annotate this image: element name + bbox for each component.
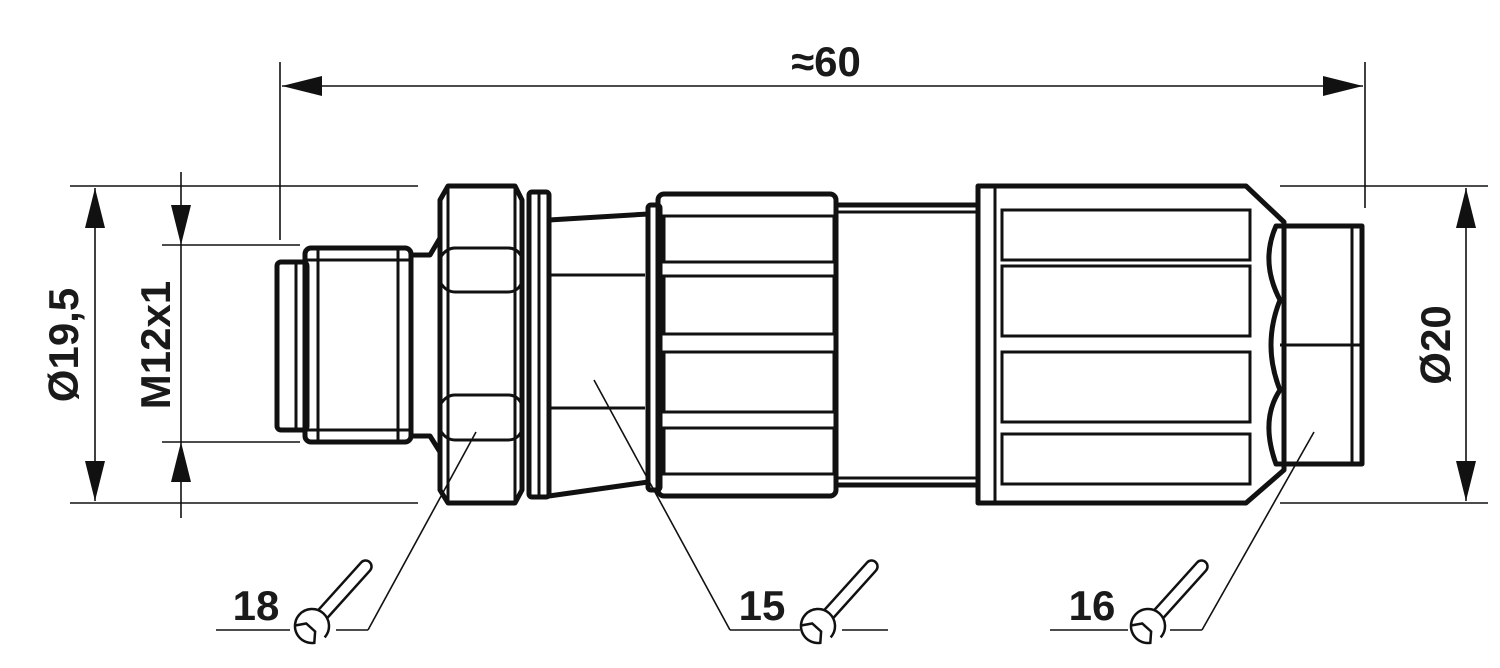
right-diameter-dimension: Ø20 [1280, 185, 1488, 504]
arrow-head-bottom-right [1456, 461, 1476, 501]
diameter-left-label: Ø19,5 [40, 288, 87, 402]
leader-line-18 [367, 431, 477, 631]
arrow-head-left [282, 76, 322, 96]
leader-line-15 [593, 379, 731, 631]
wrench-size-15: 15 [739, 582, 786, 629]
overall-length-label: ≈60 [791, 38, 861, 85]
thread-dimension: M12x1 [132, 172, 300, 518]
cable-nut-16 [1266, 223, 1365, 467]
wrench-size-16: 16 [1069, 582, 1116, 629]
thread-arrow-bottom [171, 442, 191, 482]
left-diameter-dimension: Ø19,5 [40, 185, 418, 504]
connector-body [274, 183, 1365, 506]
intermediate-sleeve [836, 202, 978, 488]
rear-grip-housing [975, 183, 1287, 506]
arrow-head-bottom [85, 461, 105, 501]
thread-arrow-top [171, 205, 191, 245]
wrench-icon [293, 559, 373, 645]
threaded-coupling [302, 245, 414, 445]
wrench-size-18: 18 [233, 582, 280, 629]
callout-16: 16 [1050, 431, 1315, 645]
leader-line-16 [1201, 431, 1315, 631]
callout-15: 15 [593, 379, 888, 645]
overall-length-dimension: ≈60 [279, 38, 1366, 240]
arrow-head-top-right [1456, 188, 1476, 228]
thread-label: M12x1 [132, 281, 179, 409]
hex-nut-18 [437, 183, 525, 506]
middle-body-hex-15 [548, 211, 651, 499]
diameter-right-label: Ø20 [1412, 305, 1459, 384]
callout-18: 18 [216, 431, 477, 645]
wrench-icon [1129, 559, 1209, 645]
knurled-grip-ring [655, 191, 839, 499]
arrow-head-right [1323, 76, 1363, 96]
arrow-head-top [85, 188, 105, 228]
wrench-icon [799, 559, 879, 645]
